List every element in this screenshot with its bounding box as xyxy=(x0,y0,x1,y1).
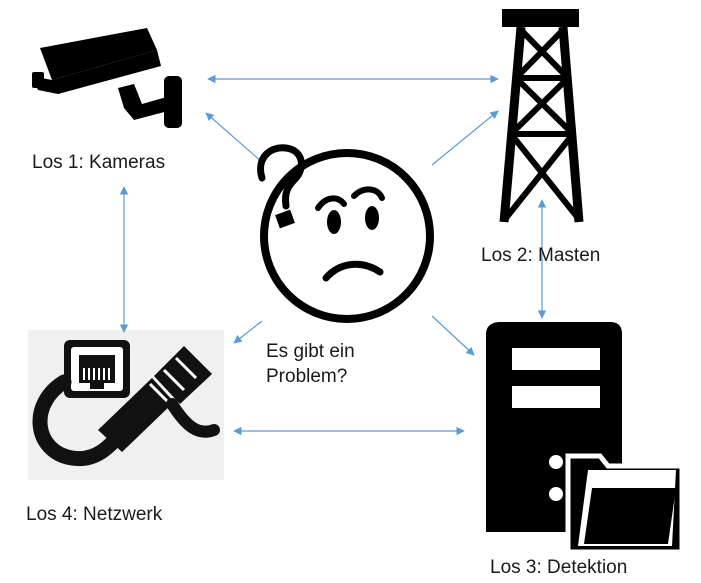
security-camera-icon xyxy=(32,28,182,128)
arrow-center-to-masten xyxy=(431,110,499,166)
center-question-text: Es gibt ein Problem? xyxy=(266,340,355,389)
confused-face-icon xyxy=(257,144,434,323)
arrow-center-to-detektion xyxy=(431,315,475,356)
server-folder-icon xyxy=(486,322,685,555)
network-cable-icon xyxy=(32,340,220,467)
center-line-2: Problem? xyxy=(266,365,348,387)
arrow-center-to-netzwerk xyxy=(233,320,263,344)
arrow-center-to-kameras xyxy=(205,112,263,163)
label-netzwerk: Los 4: Netzwerk xyxy=(26,504,163,525)
center-line-1: Es gibt ein xyxy=(266,341,355,362)
lattice-tower-icon xyxy=(499,9,584,223)
connector-arrows xyxy=(119,74,547,436)
label-detektion: Los 3: Detektion xyxy=(490,557,628,578)
label-masten: Los 2: Masten xyxy=(481,245,601,266)
label-kameras: Los 1: Kameras xyxy=(32,152,166,173)
